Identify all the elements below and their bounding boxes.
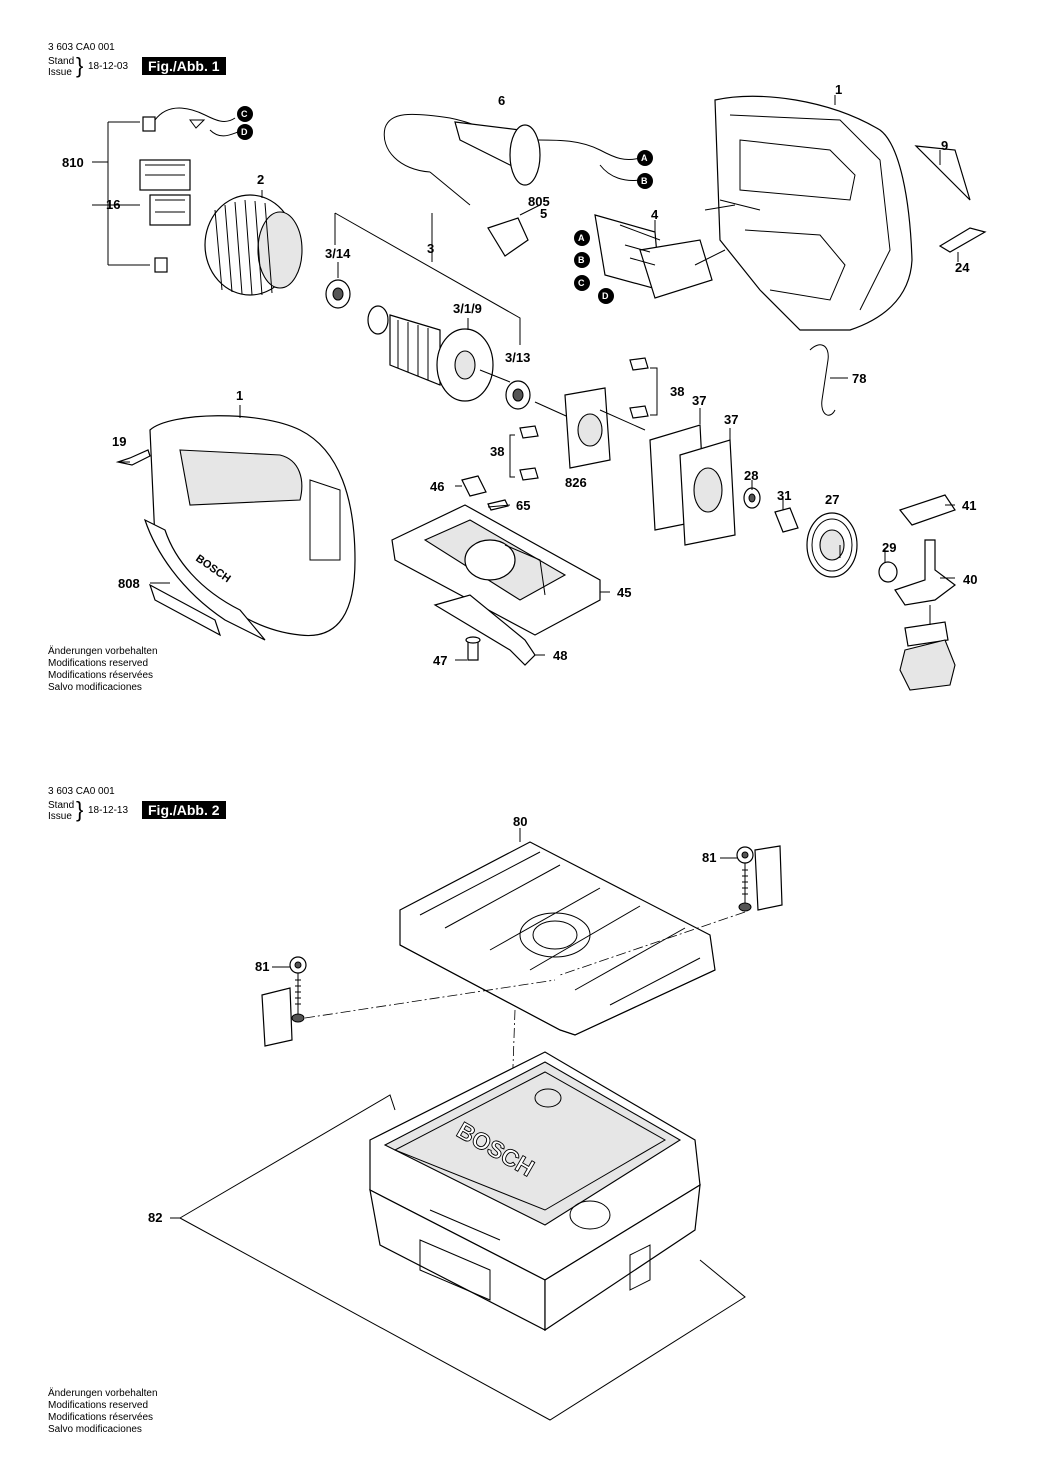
- tool-body: BOSCH: [143, 405, 356, 641]
- label-826: 826: [565, 475, 587, 490]
- brush-holder-assembly: [92, 107, 239, 273]
- fig1-date: 18-12-03: [88, 61, 129, 72]
- fig1-brace: }: [76, 53, 84, 78]
- wire-spring: [809, 344, 836, 416]
- fig1-note-de: Änderungen vorbehalten: [48, 646, 158, 657]
- label-6: 6: [498, 93, 505, 108]
- needle-bearing: [774, 507, 799, 533]
- fig1-badge: Fig./Abb. 1: [142, 57, 226, 75]
- label-38b: 38: [490, 444, 504, 459]
- label-19: 19: [112, 434, 126, 449]
- clip: [938, 227, 987, 253]
- nut-46: [461, 475, 487, 497]
- power-cable: [383, 113, 641, 257]
- label-3-1-9: 3/1/9: [453, 301, 482, 316]
- label-5: 5: [540, 206, 547, 221]
- roller: [878, 561, 898, 583]
- fig1-doc-number: 3 603 CA0 001: [48, 42, 115, 53]
- label-16: 16: [106, 197, 120, 212]
- connector-c-top: C: [241, 109, 248, 119]
- fig2-date: 18-12-13: [88, 805, 129, 816]
- label-41: 41: [962, 498, 976, 513]
- label-2: 2: [257, 172, 264, 187]
- label-81b: 81: [255, 959, 269, 974]
- fig2-doc-number: 3 603 CA0 001: [48, 786, 115, 797]
- label-27: 27: [825, 492, 839, 507]
- label-65: 65: [516, 498, 530, 513]
- housing-half: [704, 95, 913, 331]
- label-37b: 37: [724, 412, 738, 427]
- fig1-note-en: Modifications reserved: [48, 658, 149, 669]
- label-45: 45: [617, 585, 631, 600]
- label-1b: 1: [236, 388, 243, 403]
- label-3: 3: [427, 241, 434, 256]
- case-brand-text: BOSCH: [453, 1117, 539, 1182]
- screw-19: [115, 449, 151, 466]
- label-37a: 37: [692, 393, 706, 408]
- label-28: 28: [744, 468, 758, 483]
- label-38a: 38: [670, 384, 684, 399]
- plunger-assembly: [894, 494, 956, 691]
- fig2-issue-label: Issue: [48, 811, 72, 822]
- clamp-left: [261, 956, 307, 1047]
- fig2-stand-label: Stand: [48, 800, 75, 811]
- connector-d-switch: D: [602, 291, 609, 301]
- connector-b-switch: B: [578, 255, 585, 265]
- fig2-brace: }: [76, 797, 84, 822]
- fig2-note-de: Änderungen vorbehalten: [48, 1388, 158, 1399]
- label-80: 80: [513, 814, 527, 829]
- fig2-note-fr: Modifications réservées: [48, 1412, 154, 1423]
- stator: [204, 190, 303, 296]
- fig1-stand-label: Stand: [48, 56, 75, 67]
- insert-tray: [399, 828, 716, 1036]
- fig1-exploded-view: BOSCH: [62, 82, 987, 691]
- label-48: 48: [553, 648, 567, 663]
- carry-case: BOSCH: [369, 1051, 701, 1332]
- label-81a: 81: [702, 850, 716, 865]
- fig1-note-es: Salvo modificaciones: [48, 682, 142, 693]
- gear: [806, 512, 858, 578]
- fig1-notes: Änderungen vorbehalten Modifications res…: [48, 646, 158, 694]
- foam-sheet: [179, 1094, 746, 1421]
- label-805: 805: [528, 194, 550, 209]
- clamp-right: [720, 845, 783, 912]
- fig2-note-es: Salvo modificaciones: [48, 1424, 142, 1435]
- label-47: 47: [433, 653, 447, 668]
- base-plate: [391, 504, 601, 636]
- connector-b-cable: B: [641, 176, 648, 186]
- blade-insert: [914, 145, 971, 201]
- label-24: 24: [955, 260, 970, 275]
- label-810: 810: [62, 155, 84, 170]
- label-3-13: 3/13: [505, 350, 530, 365]
- connector-a-cable: A: [641, 153, 648, 163]
- label-78: 78: [852, 371, 866, 386]
- label-3-14: 3/14: [325, 246, 351, 261]
- connector-a-switch: A: [578, 233, 585, 243]
- switch: [594, 214, 726, 299]
- label-40: 40: [963, 572, 977, 587]
- fig2-note-en: Modifications reserved: [48, 1400, 149, 1411]
- label-82: 82: [148, 1210, 162, 1225]
- part-65: [487, 499, 509, 511]
- label-9: 9: [941, 138, 948, 153]
- label-808: 808: [118, 576, 140, 591]
- bearing-3-13: [505, 380, 576, 421]
- bearing-3-14: [325, 262, 351, 309]
- label-1a: 1: [835, 82, 842, 97]
- fig1-note-fr: Modifications réservées: [48, 670, 154, 681]
- label-29: 29: [882, 540, 896, 555]
- armature: [334, 212, 521, 402]
- fig1-issue-label: Issue: [48, 67, 72, 78]
- label-31: 31: [777, 488, 791, 503]
- fig2-badge: Fig./Abb. 2: [142, 801, 226, 819]
- connector-d-top: D: [241, 127, 248, 137]
- label-4: 4: [651, 207, 659, 222]
- fig2-notes: Änderungen vorbehalten Modifications res…: [48, 1388, 158, 1436]
- label-46: 46: [430, 479, 444, 494]
- connector-c-switch: C: [578, 278, 585, 288]
